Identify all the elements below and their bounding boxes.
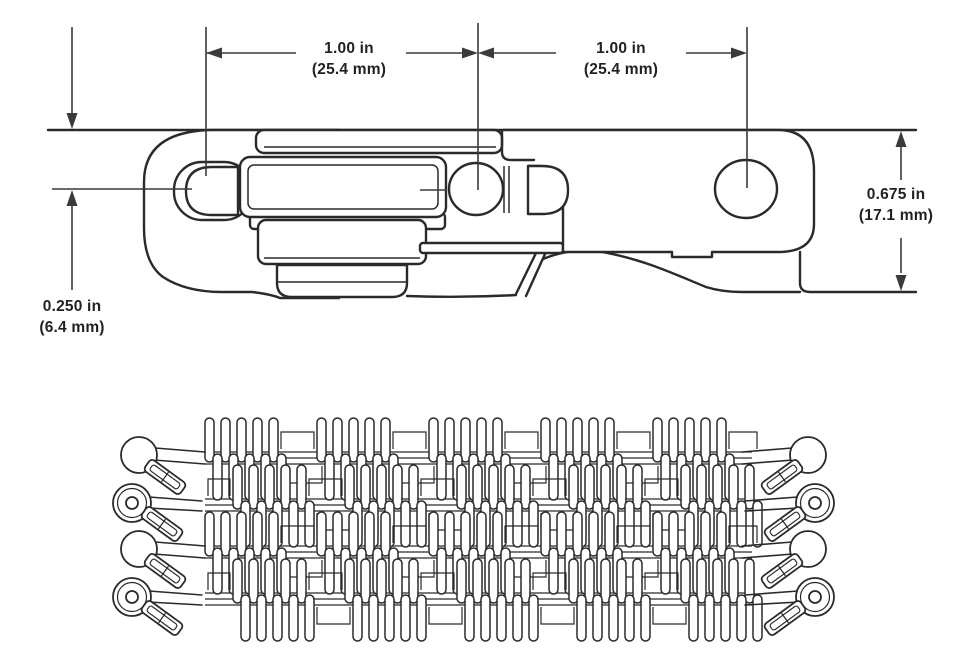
dim-metric: (25.4 mm): [311, 61, 387, 78]
dim-label-width-right: 1.00 in (25.4 mm): [541, 38, 701, 80]
dim-value: 0.250 in: [42, 298, 102, 315]
lacing-strip-row: [207, 558, 763, 642]
top-clamp-plate: [254, 128, 504, 155]
left-pin: [184, 165, 240, 217]
side-view-drawing: [46, 128, 918, 300]
lacing-strip-row: [207, 464, 763, 548]
dim-value: 1.00 in: [596, 40, 646, 57]
bottom-foot: [275, 263, 409, 299]
dim-label-height-right: 0.675 in (17.1 mm): [816, 184, 972, 226]
dim-metric: (17.1 mm): [858, 207, 934, 224]
dim-metric: (6.4 mm): [39, 319, 105, 336]
dim-value: 1.00 in: [324, 40, 374, 57]
connector-strip: [418, 241, 565, 255]
belt-bottom-line: [798, 250, 918, 294]
left-terminals: [112, 436, 206, 638]
hinge-bullet: [526, 164, 570, 216]
dim-metric: (25.4 mm): [583, 61, 659, 78]
upper-plate: [238, 155, 448, 219]
dim-label-offset-left: 0.250 in (6.4 mm): [2, 296, 142, 338]
dim-label-width-left: 1.00 in (25.4 mm): [269, 38, 429, 80]
lacing-strip-row: [204, 511, 758, 595]
dim-value: 0.675 in: [866, 186, 926, 203]
rivet-hole: [713, 158, 779, 220]
hinge-hook: [500, 130, 536, 162]
lacing-strip-row: [204, 417, 758, 501]
dimension-lines: [52, 23, 907, 291]
lacing-strip-drawing: [112, 417, 835, 642]
hinge-pin: [447, 161, 505, 217]
